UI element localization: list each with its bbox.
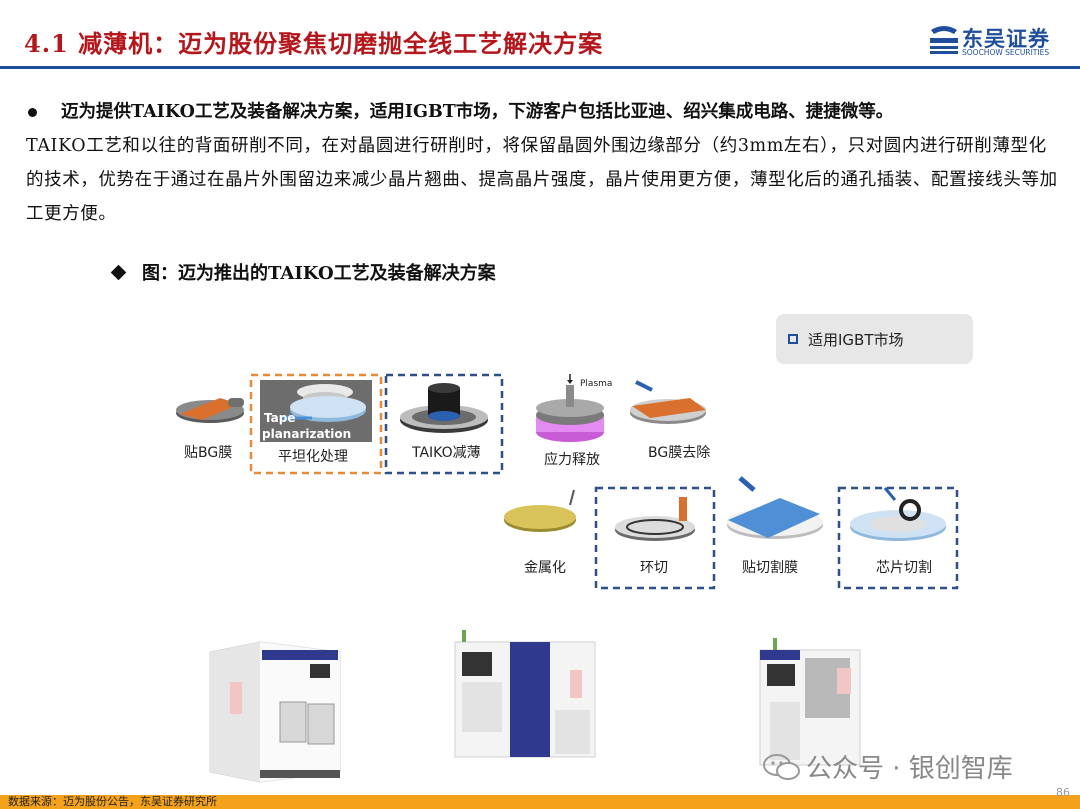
logo-subtitle: SOOCHOW SECURITIES	[962, 48, 1050, 57]
step-label-planarization: 平坦化处理	[278, 449, 348, 465]
step-label-taiko: TAIKO减薄	[412, 445, 481, 461]
figure-caption-text: 图：迈为推出的TAIKO工艺及装备解决方案	[142, 263, 496, 284]
page-title: 4.1 减薄机：迈为股份聚焦切磨抛全线工艺解决方案	[24, 29, 604, 58]
tape-label-line2: planarization	[262, 427, 351, 441]
bullet-icon	[28, 107, 37, 117]
dicing-machine-image	[759, 638, 861, 766]
planarization-frame	[249, 373, 383, 475]
step-label-dicing-tape: 贴切割膜	[742, 560, 798, 576]
step-label-stress-relief: 应力释放	[544, 452, 600, 468]
source-note: 数据来源：迈为股份公告，东吴证券研究所	[8, 795, 217, 808]
wechat-icon	[763, 753, 800, 780]
header-divider	[0, 66, 1080, 69]
page-number: 86	[1056, 786, 1070, 799]
tape-label-line1: Tape	[264, 411, 295, 425]
step-label-ring-cut: 环切	[640, 560, 668, 576]
thinning-machine-image	[454, 630, 596, 758]
logo-mark-icon	[930, 26, 958, 54]
watermark-text: 公众号 · 银创智库	[806, 754, 1013, 784]
ring-cut-frame	[594, 486, 716, 590]
wechat-watermark: 公众号 · 银创智库	[762, 748, 1013, 785]
bullet-paragraph: 迈为提供TAIKO工艺及装备解决方案，适用IGBT市场，下游客户包括比亚迪、绍兴…	[26, 95, 1061, 231]
step-label-bg-removal: BG膜去除	[648, 445, 711, 461]
step-label-bg-tape: 贴BG膜	[184, 445, 233, 461]
bullet-lead-text: 迈为提供TAIKO工艺及装备解决方案，适用IGBT市场，下游客户包括比亚迪、绍兴…	[61, 102, 894, 122]
grinder-machine-image	[209, 641, 341, 783]
bullet-body-text: TAIKO工艺和以往的背面研削不同，在对晶圆进行研削时，将保留晶圆外围边缘部分（…	[26, 136, 1058, 224]
tape-planarization-image: Tape planarization	[260, 380, 372, 442]
dicing-frame	[837, 486, 959, 590]
logo-text: 东吴证券	[962, 27, 1050, 51]
chip-dicing-icon	[850, 487, 946, 541]
page-header: 4.1 减薄机：迈为股份聚焦切磨抛全线工艺解决方案 东吴证券 SOOCHOW S…	[0, 0, 1080, 70]
step-label-metallization: 金属化	[524, 560, 566, 576]
bullet-lead-line: 迈为提供TAIKO工艺及装备解决方案，适用IGBT市场，下游客户包括比亚迪、绍兴…	[26, 95, 1061, 129]
dicing-tape-icon	[727, 476, 823, 539]
bg-tape-wafer-icon	[176, 398, 244, 423]
figure-caption: 图：迈为推出的TAIKO工艺及装备解决方案	[110, 259, 496, 285]
process-diagram-graphics: Tape planarization Plasma	[176, 373, 959, 590]
process-diagram: Tape planarization Plasma	[150, 370, 980, 600]
diamond-bullet-icon	[110, 264, 127, 280]
stress-relief-icon	[536, 374, 604, 442]
taiko-grinding-icon	[400, 383, 488, 433]
ring-cut-icon	[615, 497, 695, 541]
igbt-tag: 适用IGBT市场	[776, 314, 973, 364]
bg-tape-removal-icon	[630, 380, 706, 424]
square-bullet-icon	[788, 334, 798, 344]
company-logo: 东吴证券 SOOCHOW SECURITIES	[928, 22, 1068, 62]
taiko-frame	[384, 373, 504, 475]
igbt-tag-text: 适用IGBT市场	[808, 330, 904, 349]
page-footer: 数据来源：迈为股份公告，东吴证券研究所	[0, 795, 1080, 809]
metallization-icon	[504, 489, 576, 532]
step-label-chip-dicing: 芯片切割	[876, 560, 932, 576]
plasma-label: Plasma	[580, 379, 612, 389]
